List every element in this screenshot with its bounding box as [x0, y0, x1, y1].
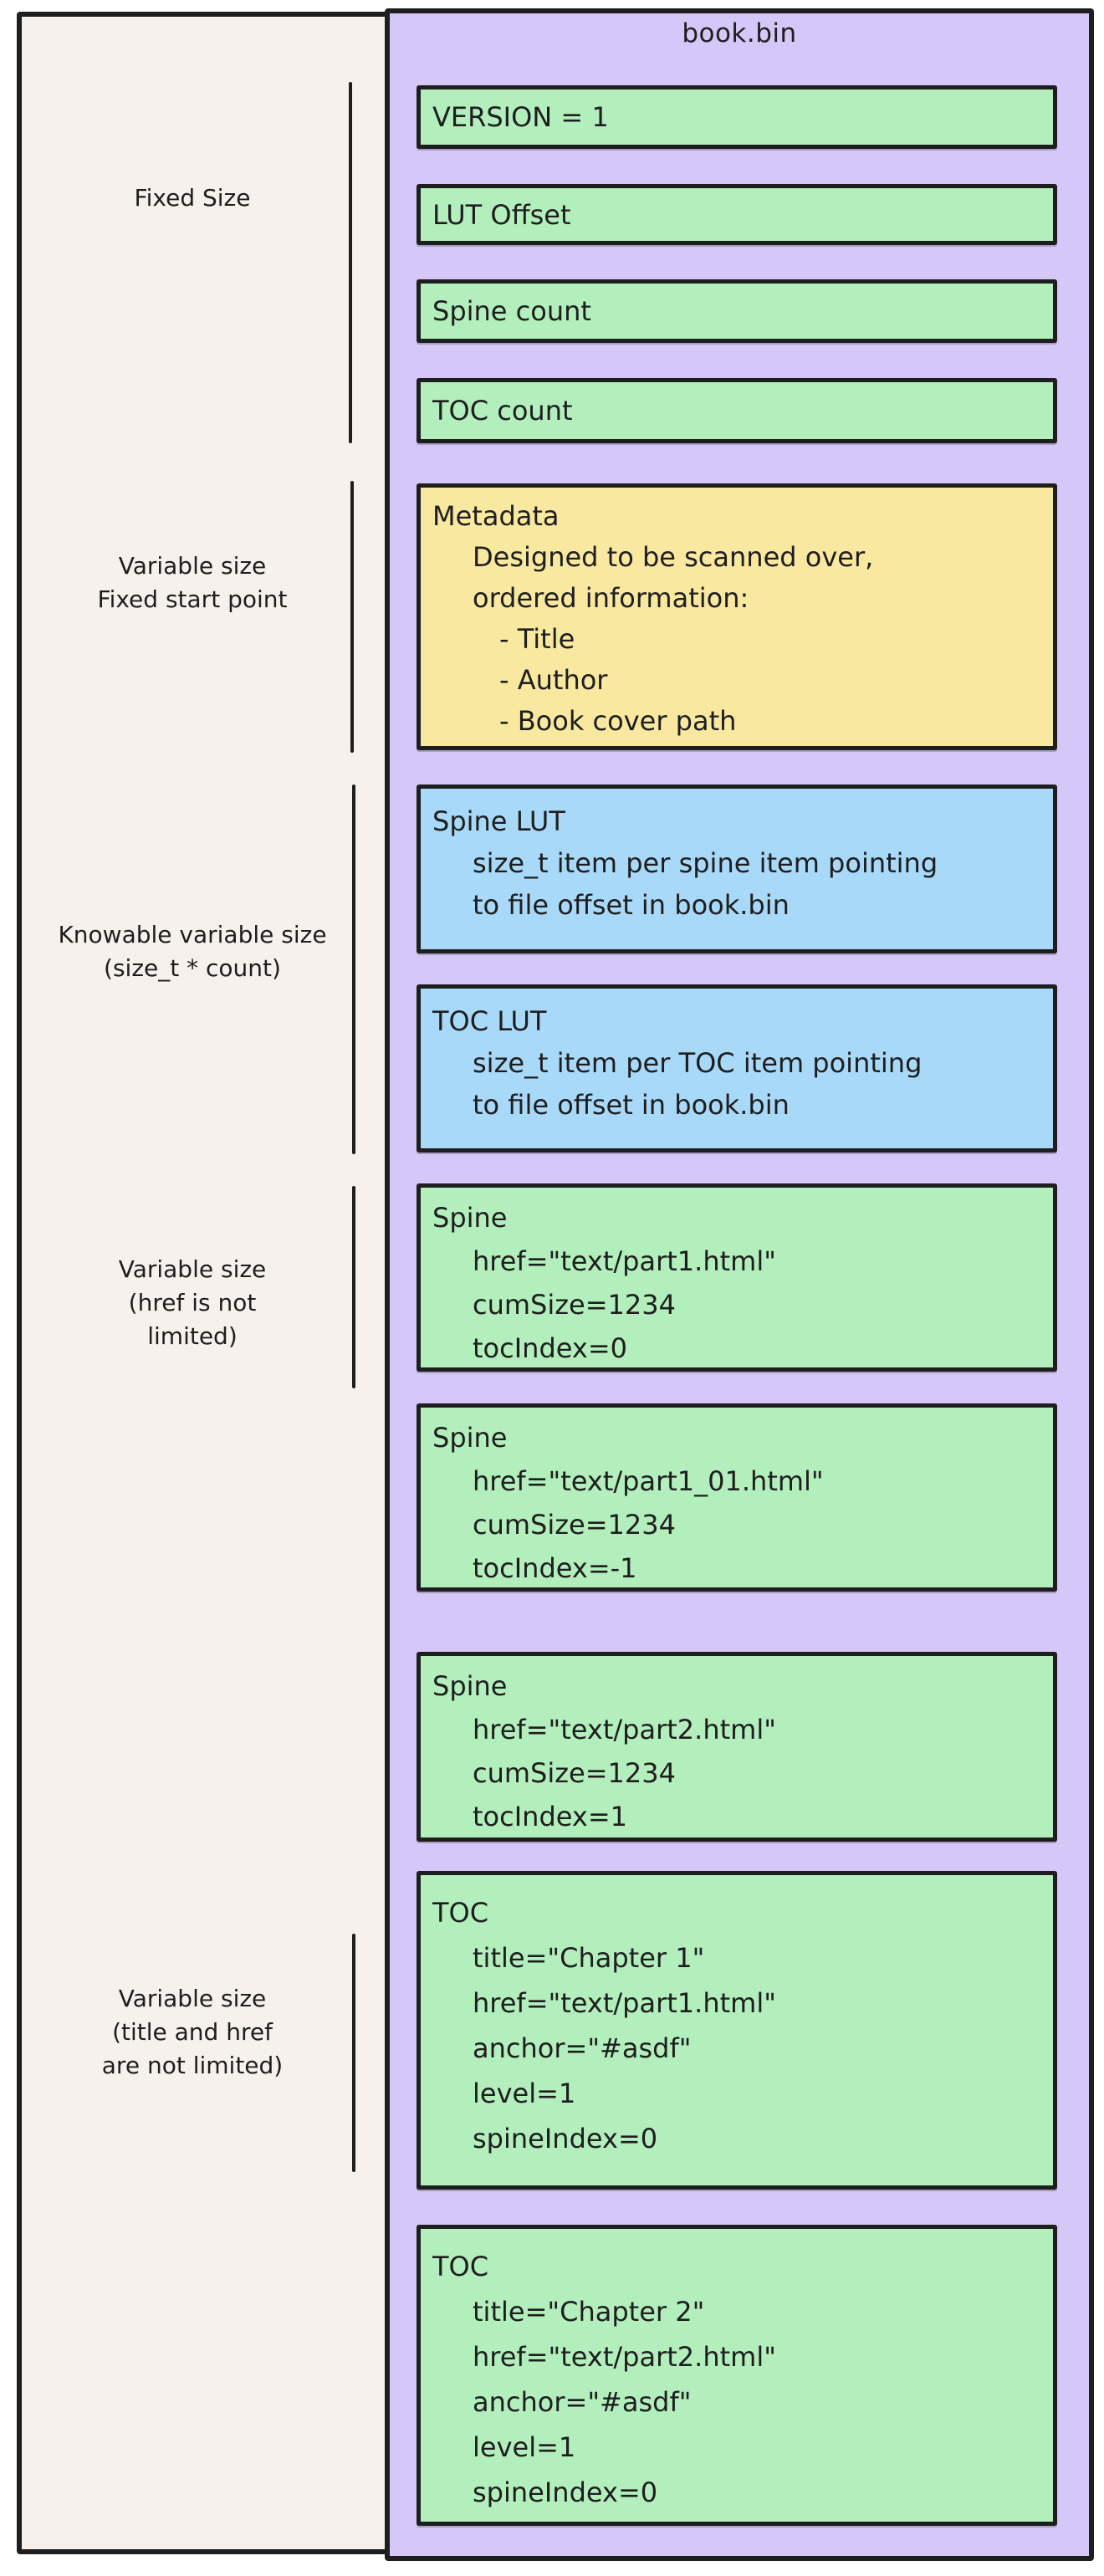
box-spine-lut-line: Spine LUT	[432, 805, 565, 837]
box-toc-lut-line: size_t item per TOC item pointing	[473, 1047, 923, 1079]
box-spine-3-line: Spine	[432, 1670, 508, 1702]
annotations-panel	[17, 12, 390, 2554]
bracket-line	[349, 82, 352, 443]
box-toc-1-line: level=1	[473, 2078, 576, 2109]
box-toc-count-line: TOC count	[432, 395, 573, 427]
bracket-line	[352, 1934, 355, 2172]
box-toc-2: TOC title="Chapter 2" href="text/part2.htm…	[417, 2225, 1057, 2526]
box-spine-lut-line: to file offset in book.bin	[473, 889, 790, 921]
bracket-line	[352, 1186, 355, 1388]
box-toc-2-line: title="Chapter 2"	[473, 2296, 705, 2328]
file-title: book.bin	[682, 18, 797, 49]
box-spine-3-line: href="text/part2.html"	[473, 1714, 776, 1745]
box-toc-2-line: spineIndex=0	[473, 2476, 658, 2508]
bracket-line	[352, 785, 355, 1154]
size-annotation-line: Fixed Size	[134, 184, 251, 212]
size-annotation: Knowable variable size (size_t * count)	[33, 918, 351, 985]
box-toc-lut-line: to file offset in book.bin	[473, 1089, 790, 1121]
bracket-line	[350, 481, 354, 753]
size-annotation-line: Variable size	[118, 552, 267, 580]
box-metadata-line: - Book cover path	[499, 705, 737, 737]
box-spine-3: Spine href="text/part2.html" cumSize=1234 t…	[417, 1652, 1057, 1842]
box-toc-2-line: level=1	[473, 2431, 576, 2463]
size-annotation-line: Variable size	[118, 1985, 267, 2012]
size-annotation: Variable size (href is not limited)	[33, 1253, 351, 1353]
box-spine-lut-line: size_t item per spine item pointing	[473, 847, 938, 879]
box-metadata-line: ordered information:	[473, 582, 749, 614]
box-toc-2-line: TOC	[432, 2251, 489, 2282]
size-annotation-line: are not limited)	[101, 2052, 284, 2079]
box-toc-2-line: anchor="#asdf"	[473, 2386, 692, 2418]
box-spine-count-line: Spine count	[432, 295, 591, 327]
box-metadata-line: Metadata	[432, 500, 560, 532]
size-annotation-line: (title and href	[112, 2018, 273, 2046]
box-spine-1-line: tocIndex=0	[473, 1332, 627, 1364]
box-spine-2: Spine href="text/part1_01.html" cumSize=12…	[417, 1403, 1057, 1592]
box-spine-1-line: href="text/part1.html"	[473, 1245, 776, 1277]
box-toc-1: TOC title="Chapter 1" href="text/part1.htm…	[417, 1871, 1057, 2190]
box-toc-1-line: title="Chapter 1"	[473, 1942, 705, 1974]
box-toc-1-line: anchor="#asdf"	[473, 2032, 692, 2064]
size-annotation: Fixed Size	[33, 181, 351, 215]
box-toc-1-line: href="text/part1.html"	[473, 1987, 776, 2019]
box-spine-3-line: cumSize=1234	[473, 1757, 676, 1789]
box-lut-offset-line: LUT Offset	[432, 199, 571, 231]
box-spine-2-line: cumSize=1234	[473, 1509, 676, 1541]
box-spine-count: Spine count	[417, 279, 1057, 343]
box-spine-lut: Spine LUT size_t item per spine item poin…	[417, 785, 1057, 953]
size-annotation-line: (size_t * count)	[104, 954, 281, 982]
box-lut-offset: LUT Offset	[417, 184, 1057, 245]
size-annotation-line: Fixed start point	[97, 585, 288, 613]
box-spine-2-line: Spine	[432, 1422, 508, 1454]
box-metadata-line: - Title	[499, 623, 575, 655]
size-annotation-line: limited)	[147, 1322, 238, 1350]
box-spine-2-line: href="text/part1_01.html"	[473, 1465, 824, 1497]
box-spine-3-line: tocIndex=1	[473, 1801, 627, 1832]
box-toc-lut-line: TOC LUT	[432, 1005, 547, 1037]
box-spine-1-line: cumSize=1234	[473, 1289, 676, 1321]
box-version-line: VERSION = 1	[432, 101, 609, 133]
box-toc-1-line: TOC	[432, 1897, 489, 1929]
box-metadata-line: - Author	[499, 664, 608, 696]
size-annotation: Variable size (title and href are not limi…	[33, 1982, 351, 2083]
size-annotation-line: Variable size	[118, 1255, 267, 1283]
box-toc-lut: TOC LUT size_t item per TOC item pointing…	[417, 984, 1057, 1153]
box-toc-1-line: spineIndex=0	[473, 2123, 658, 2154]
box-spine-1: Spine href="text/part1.html" cumSize=1234 t…	[417, 1183, 1057, 1372]
box-toc-count: TOC count	[417, 378, 1057, 443]
size-annotation-line: Knowable variable size	[58, 921, 327, 948]
box-spine-1-line: Spine	[432, 1202, 508, 1234]
box-toc-2-line: href="text/part2.html"	[473, 2341, 776, 2373]
box-spine-2-line: tocIndex=-1	[473, 1552, 637, 1584]
box-version: VERSION = 1	[417, 85, 1057, 149]
size-annotation-line: (href is not	[128, 1289, 257, 1316]
box-metadata-line: Designed to be scanned over,	[473, 541, 874, 573]
